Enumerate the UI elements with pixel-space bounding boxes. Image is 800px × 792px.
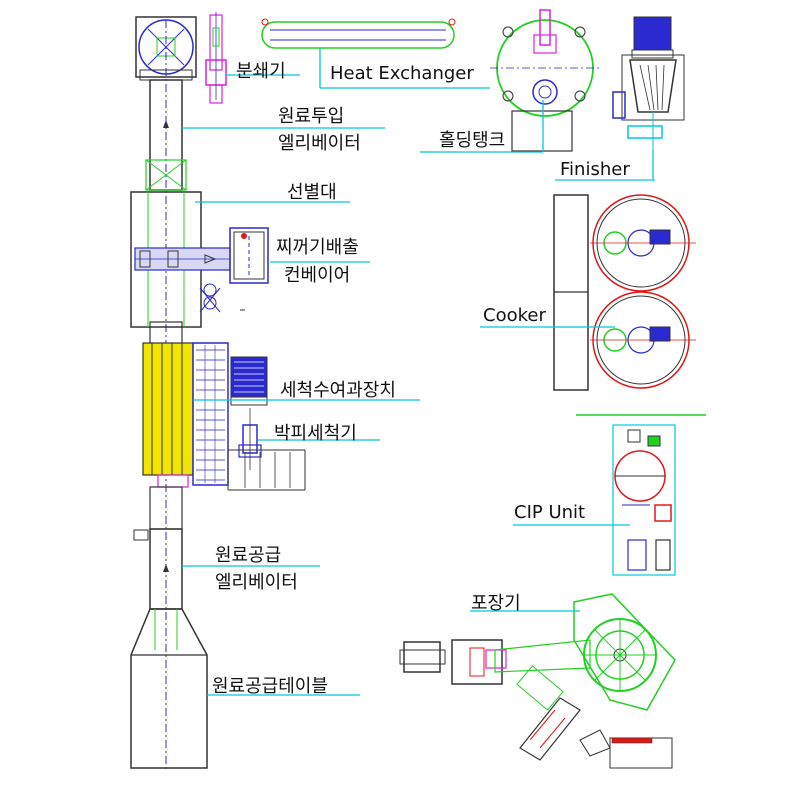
supply-elevator-column [133, 486, 183, 610]
label-heat-exchanger: Heat Exchanger [330, 63, 474, 84]
label-supply-table: 원료공급테이블 [212, 676, 328, 697]
label-residue-conveyor-line2: 컨베이어 [284, 265, 351, 286]
label-finisher: Finisher [560, 159, 630, 180]
label-supply-elevator-line2: 엘리베이터 [215, 572, 298, 593]
label-cip-unit: CIP Unit [514, 502, 586, 523]
heat-exchanger-equipment [261, 18, 456, 49]
wash-water-filter-equipment [230, 356, 268, 406]
label-holding-tank: 홀딩탱크 [439, 130, 506, 151]
label-feed-elevator-line1: 원료투입 [278, 106, 345, 127]
label-cooker: Cooker [483, 305, 546, 326]
packing-machine-equipment [399, 593, 676, 769]
cip-unit-equipment [612, 424, 676, 576]
leader-lines [182, 48, 655, 696]
motor-symbol [199, 283, 245, 313]
crusher-equipment [205, 12, 227, 104]
peel-washer-motor [227, 408, 306, 491]
residue-conveyor-equipment [134, 227, 269, 284]
label-supply-elevator-line1: 원료공급 [215, 545, 282, 566]
label-residue-conveyor-line1: 찌꺼기배출 [276, 237, 359, 258]
label-feed-elevator-line2: 엘리베이터 [278, 133, 361, 154]
peel-washer-drum [142, 342, 229, 488]
supply-table-equipment [130, 608, 208, 769]
label-packing-machine: 포장기 [471, 593, 521, 614]
label-crusher: 분쇄기 [236, 61, 286, 82]
label-sorting-table: 선별대 [287, 182, 337, 203]
label-peel-washer: 박피세척기 [274, 423, 357, 444]
holding-tank-equipment [490, 9, 600, 152]
cooker-equipment [553, 194, 706, 416]
label-wash-water-filter: 세척수여과장치 [280, 380, 396, 401]
finisher-equipment [612, 16, 685, 150]
